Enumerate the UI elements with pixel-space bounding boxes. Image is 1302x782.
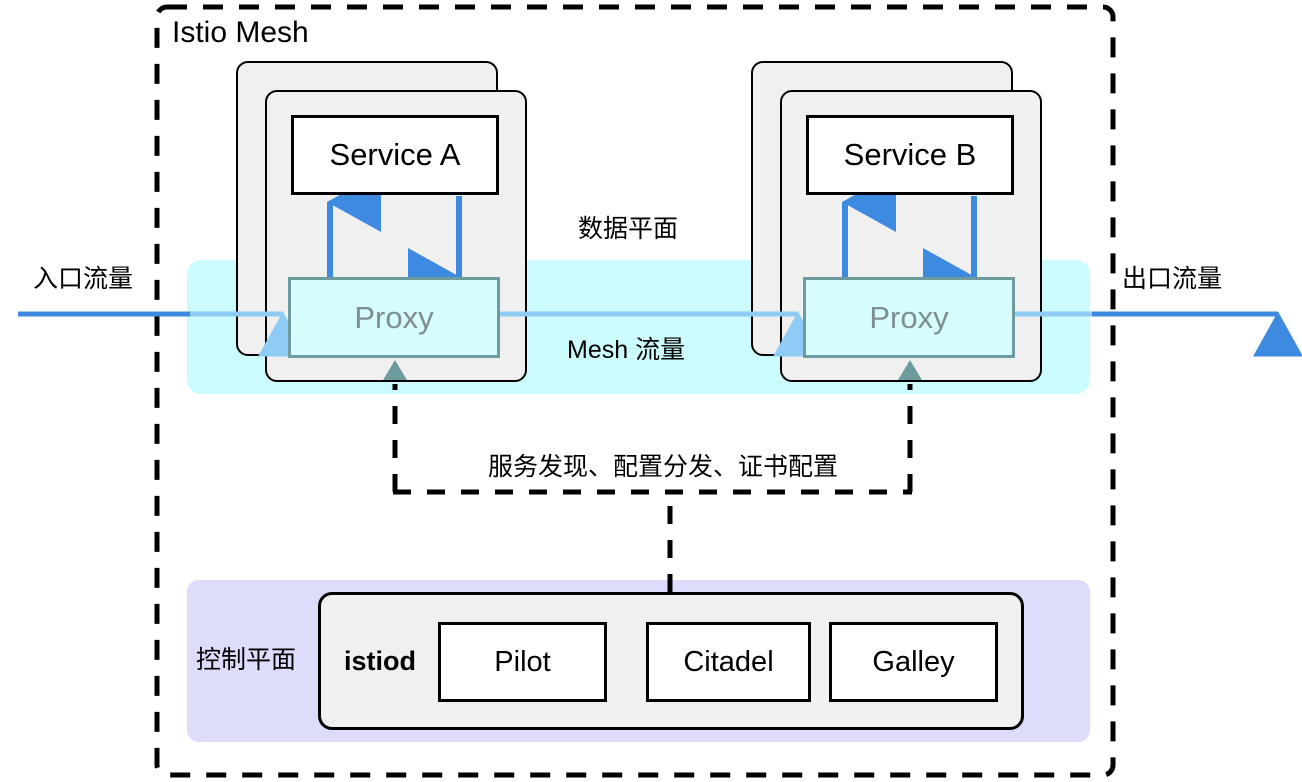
component-pilot-box[interactable]: Pilot xyxy=(438,622,607,702)
component-galley-box[interactable]: Galley xyxy=(829,622,998,702)
service-b-label: Service B xyxy=(843,137,977,172)
mesh-traffic-label: Mesh 流量 xyxy=(567,336,686,364)
ingress-traffic-label: 入口流量 xyxy=(33,265,134,293)
istiod-label: istiod xyxy=(344,646,416,676)
component-citadel-box[interactable]: Citadel xyxy=(646,622,811,702)
component-citadel-label: Citadel xyxy=(683,645,774,678)
mesh-title: Istio Mesh xyxy=(172,16,309,49)
control-plane-label: 控制平面 xyxy=(196,646,297,674)
service-a-label: Service A xyxy=(329,137,461,172)
component-galley-label: Galley xyxy=(872,645,955,678)
egress-traffic-label: 出口流量 xyxy=(1122,265,1223,293)
proxy-a-label: Proxy xyxy=(354,299,434,335)
service-b-box[interactable]: Service B xyxy=(806,115,1014,195)
proxy-a-box[interactable]: Proxy xyxy=(288,277,500,358)
config-distribution-label: 服务发现、配置分发、证书配置 xyxy=(484,455,843,480)
proxy-b-label: Proxy xyxy=(869,299,949,335)
service-a-box[interactable]: Service A xyxy=(291,115,499,195)
data-plane-label: 数据平面 xyxy=(578,215,679,243)
component-pilot-label: Pilot xyxy=(494,645,551,678)
proxy-b-box[interactable]: Proxy xyxy=(803,277,1015,358)
